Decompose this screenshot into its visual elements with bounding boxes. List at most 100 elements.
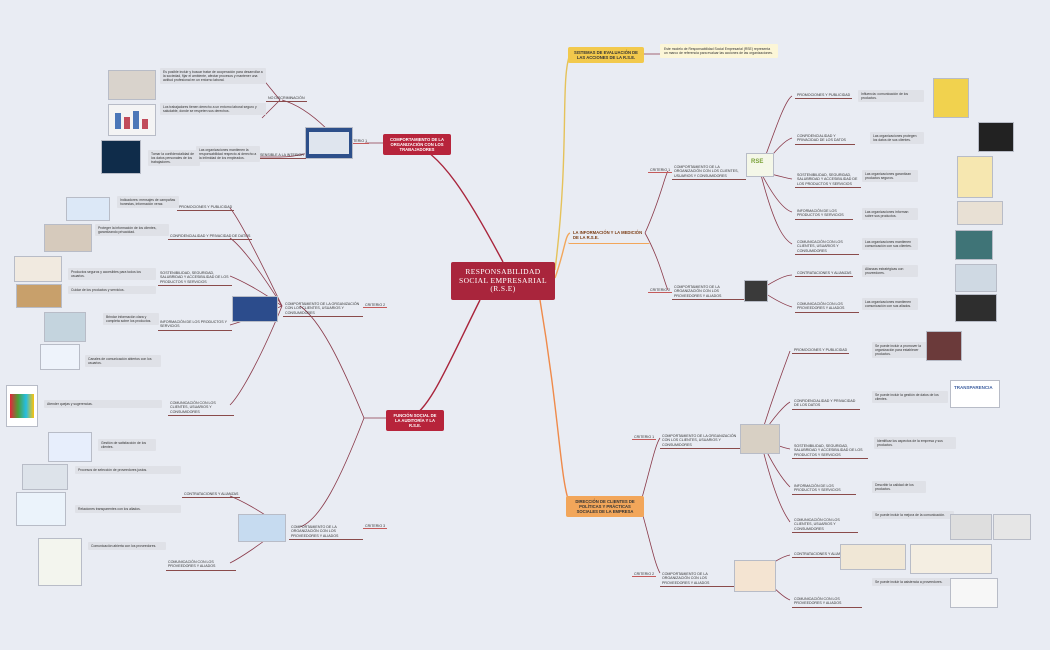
d-comp2: COMPORTAMIENTO DE LA ORGANIZACIÓN CON LO…: [660, 572, 736, 587]
r-criterio-1: CRITERIO 1: [648, 168, 673, 173]
keyboard-image: [978, 122, 1014, 152]
info-prod-label: INFORMACIÓN DE LOS PRODUCTOS Y SERVICIOS: [158, 320, 232, 331]
criterio-1-label: CRITERIO 1: [345, 139, 370, 144]
confid-image: [44, 224, 92, 252]
r-criterio-2: CRITERIO 2: [648, 288, 673, 293]
topic-funcion-social[interactable]: FUNCIÓN SOCIAL DE LA AUDITORÍA Y LA R.S.…: [386, 410, 444, 431]
promo-pub-label: PROMOCIONES Y PUBLICIDAD: [177, 205, 235, 212]
topic-comportamiento-trabajadores[interactable]: COMPORTAMIENTO DE LA ORGANIZACIÓN CON LO…: [383, 134, 451, 155]
com-image-3: [48, 432, 92, 462]
d-info: INFORMACIÓN DE LOS PRODUCTOS Y SERVICIOS: [792, 484, 856, 495]
handshake-image: [957, 201, 1003, 225]
presentation-image: [955, 230, 993, 260]
bw-image: [744, 280, 768, 302]
d-contr-doc-2: [910, 544, 992, 574]
sens-text-2: Las organizaciones mantienen la responsa…: [196, 146, 260, 163]
d-promo: PROMOCIONES Y PUBLICIDAD: [792, 348, 850, 355]
sensible-interior-label: SENSIBLE A LA INTERIOR: [258, 153, 306, 160]
transparencia-image: TRANSPARENCIA: [950, 380, 1000, 408]
sistemas-text: Este modelo de Responsabilidad Social Em…: [660, 44, 778, 59]
r-sost-text: Las organizaciones garantizan productos …: [862, 170, 918, 183]
comp-clientes-label: COMPORTAMIENTO DE LA ORGANIZACIÓN CON LO…: [283, 302, 363, 317]
confid-text: Proteger la información de los clientes,…: [95, 224, 169, 237]
r-info: INFORMACIÓN DE LOS PRODUCTOS Y SERVICIOS: [795, 209, 853, 220]
topic-direccion-clientes[interactable]: DIRECCIÓN DE CLIENTES DE POLÍTICAS Y PRÁ…: [566, 496, 644, 517]
meeting-image: [955, 264, 997, 292]
r-confid: CONFIDENCIALIDAD Y PRIVACIDAD DE LOS DAT…: [795, 134, 855, 145]
r-promo: PROMOCIONES Y PUBLICIDAD: [795, 93, 853, 100]
d-comunic-image: [950, 514, 992, 540]
chart-infographic-image: [108, 104, 156, 136]
d-comprov-text: Se puede incluir la asistencia a proveed…: [872, 578, 952, 587]
comunicacion-label: COMUNICACIÓN CON LOS CLIENTES, USUARIOS …: [168, 401, 234, 416]
r-comunic-text: Las organizaciones mantienen comunicació…: [862, 238, 918, 251]
proveedores-image: [238, 514, 286, 542]
rse-logo-text: RSE: [751, 159, 764, 165]
sens-text-1: Tomar la confidencialidad de los datos p…: [148, 150, 200, 167]
contr-text-1: Procesos de selección de proveedores jus…: [75, 466, 181, 475]
r-comprov: COMUNICACIÓN CON LOS PROVEEDORES Y ALIAD…: [795, 302, 859, 313]
office-photo: [108, 70, 156, 100]
servers-image: [955, 294, 997, 322]
com-prov-label: COMUNICACIÓN CON LOS PROVEEDORES Y ALIAD…: [166, 560, 236, 571]
d-criterio-2: CRITERIO 2: [632, 572, 657, 577]
nd-text-1: Es posible incluir y buscar tratar de co…: [160, 68, 266, 85]
confid-label: CONFIDENCIALIDAD Y PRIVACIDAD DE DATOS: [168, 234, 253, 241]
d-promo-text: Se puede incluir a promover la organizac…: [872, 342, 930, 359]
r-contrataciones: CONTRATACIONES Y ALIANZAS: [795, 271, 854, 278]
central-topic[interactable]: RESPONSABILIDAD SOCIAL EMPRESARIAL (R.S.…: [451, 262, 555, 300]
contr-image-1: [22, 464, 68, 490]
oficios-image: [16, 492, 66, 526]
criterio-2-label: CRITERIO 2: [363, 303, 388, 308]
d-contr: CONTRATACIONES Y ALIANZAS: [792, 552, 851, 559]
r-comp-clientes: COMPORTAMIENTO DE LA ORGANIZACIÓN CON LO…: [672, 165, 746, 180]
promo-ad-image: [933, 78, 969, 118]
r-promo-text: Influencia: comunicación de los producto…: [858, 90, 924, 103]
com-prov-image: [38, 538, 82, 586]
r-comp-prov: COMPORTAMIENTO DE LA ORGANIZACIÓN CON LO…: [672, 285, 746, 300]
no-discriminacion-label: NO DISCRIMINACIÓN: [266, 96, 307, 103]
contrataciones-label: CONTRATACIONES Y ALIANZAS: [182, 492, 241, 499]
d-comprov: COMUNICACIÓN CON LOS PROVEEDORES Y ALIAD…: [792, 597, 862, 608]
sost-image-1: [14, 256, 62, 282]
comp-proveedores-label: COMPORTAMIENTO DE LA ORGANIZACIÓN CON LO…: [289, 525, 363, 540]
sost-text-2: Cuidar de los productos y servicios.: [68, 286, 156, 295]
com-prov-text: Comunicación abierta con los proveedores…: [88, 542, 166, 551]
d-comp-image: [740, 424, 780, 454]
rse-logo-image: RSE: [746, 153, 774, 177]
d-confid: CONFIDENCIALIDAD Y PRIVACIDAD DE LOS DAT…: [792, 399, 860, 410]
topic-informacion-medicion[interactable]: LA INFORMACIÓN Y LA MEDICIÓN DE LA R.S.E…: [568, 227, 650, 244]
r-confid-text: Las organizaciones protegen los datos de…: [870, 132, 924, 145]
transparencia-text: TRANSPARENCIA: [954, 385, 993, 390]
r-info-text: Las organizaciones informan sobre sus pr…: [862, 208, 918, 221]
d-comp: COMPORTAMIENTO DE LA ORGANIZACIÓN CON LO…: [660, 434, 742, 449]
topic-sistemas-evaluacion[interactable]: SISTEMAS DE EVALUACIÓN DE LAS ACCIONES D…: [568, 47, 644, 63]
r-sost: SOSTENIBILIDAD, SEGURIDAD, SALUBRIDAD Y …: [795, 173, 861, 188]
d-comunic-image-2: [993, 514, 1031, 540]
r-comprov-text: Las organizaciones mantienen comunicació…: [862, 298, 918, 311]
d-contr-doc-1: [840, 544, 906, 570]
d-sost: SOSTENIBILIDAD, SEGURIDAD, SALUBRIDAD Y …: [792, 444, 868, 459]
r-comunic: COMUNICACIÓN CON LOS CLIENTES, USUARIOS …: [795, 240, 859, 255]
com-text-2: Atender quejas y sugerencias.: [44, 400, 162, 409]
r-contr-text: Alianzas estratégicas con proveedores.: [862, 265, 918, 278]
sost-poster-image: [957, 156, 993, 198]
sost-image-2: [16, 284, 62, 308]
team-org-image: [232, 296, 278, 322]
d-sost-text: Identificar los aspectos de la empresa y…: [874, 437, 956, 450]
sost-text-1: Productos seguros y accesibles para todo…: [68, 268, 156, 281]
com-text-3: Gestión de satisfacción de los clientes.: [98, 439, 156, 452]
d-comprov-doc: [950, 578, 998, 608]
d-comunic-text: Se puede incluir la mejora de la comunic…: [872, 511, 954, 520]
promo-image: [66, 197, 110, 221]
d-criterio-1: CRITERIO 1: [632, 435, 657, 440]
d-confid-text: Se puede incluir la gestión de datos de …: [872, 391, 948, 404]
nd-text-2: Los trabajadores tienen derecho a un ent…: [160, 103, 266, 116]
d-promo-image: [926, 331, 962, 361]
promo-text: Indicadores: mensajes de campañas honest…: [117, 196, 179, 209]
d-comunic: COMUNICACIÓN CON LOS CLIENTES, USUARIOS …: [792, 518, 858, 533]
team-diagram-image: [305, 127, 353, 159]
d-comp2-image: [734, 560, 776, 592]
criterio-3-label: CRITERIO 3: [363, 524, 388, 529]
